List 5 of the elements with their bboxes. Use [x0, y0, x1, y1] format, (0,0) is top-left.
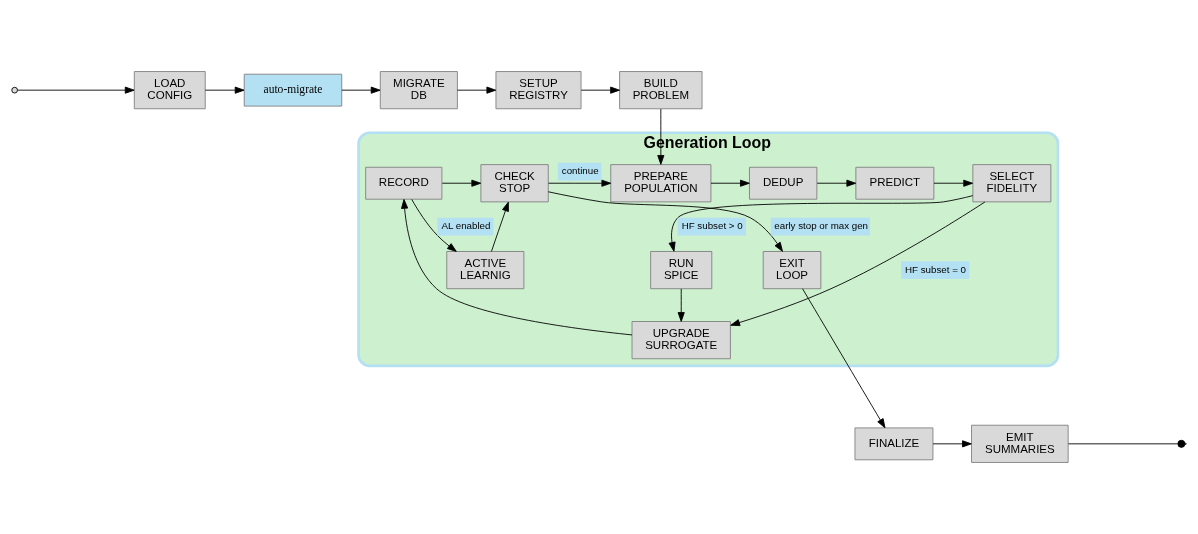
edge-label: HF subset = 0 — [905, 263, 967, 275]
edge-label: early stop or max gen — [774, 220, 869, 232]
edge-label: AL enabled — [441, 220, 491, 232]
edge-label: HF subset > 0 — [681, 220, 743, 232]
edge-label: continue — [561, 165, 599, 177]
